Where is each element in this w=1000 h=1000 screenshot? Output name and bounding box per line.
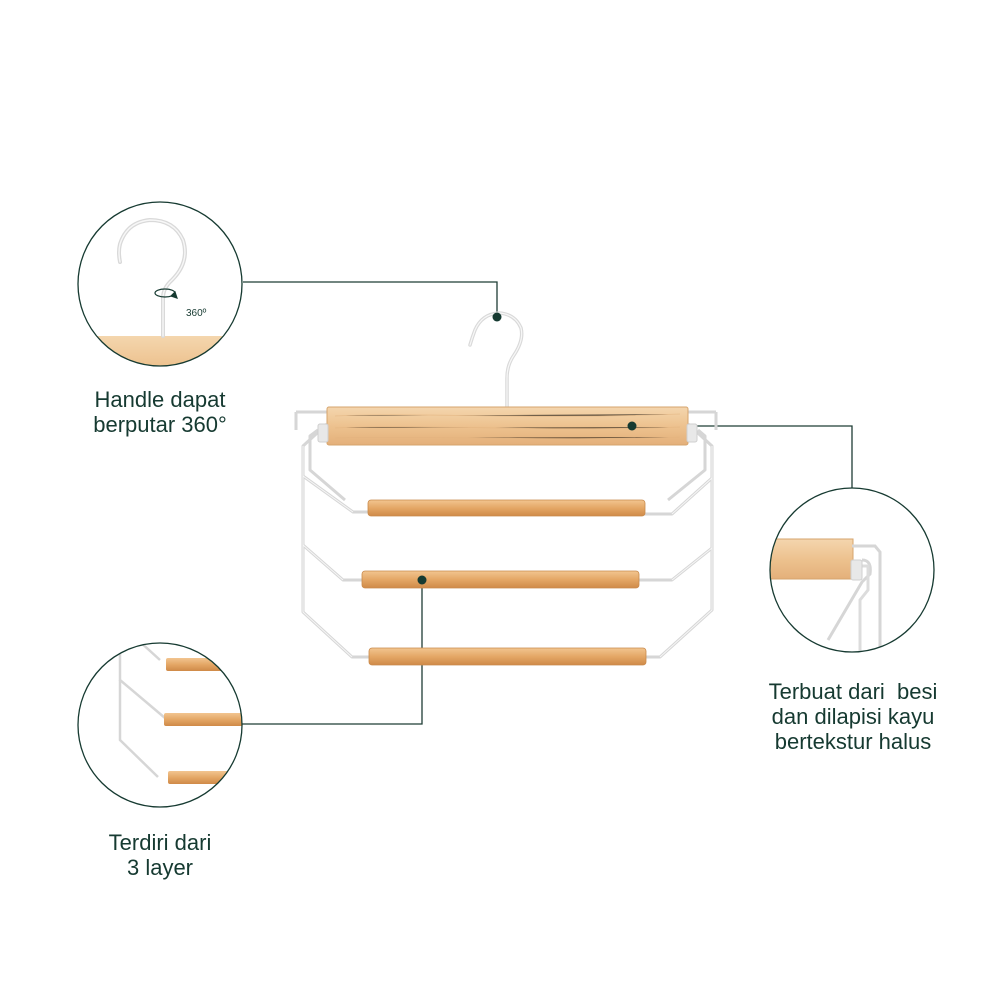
hanger [294, 311, 718, 666]
layer-bar-2 [361, 570, 640, 589]
handle-label-line2: berputar 360° [93, 412, 227, 437]
detail-circle-material [769, 487, 935, 653]
handle-label-line1: Handle dapat [94, 387, 226, 412]
material-label-line2: dan dilapisi kayu [771, 704, 935, 729]
callout-dots [417, 312, 637, 585]
hanger-wire-frame [294, 410, 718, 659]
connector-handle [243, 281, 498, 317]
hanger-hook [468, 311, 524, 410]
connector-layers [242, 580, 423, 725]
layer-bar-1 [367, 499, 646, 517]
layers-label-line1: Terdiri dari [108, 830, 212, 855]
layer-bar-3 [368, 647, 647, 666]
layers-feature-label: Terdiri dari 3 layer [80, 830, 240, 880]
material-label-line3: bertekstur halus [774, 729, 932, 754]
connector-material [632, 425, 853, 488]
callout-connectors [242, 281, 853, 725]
rotation-badge: 360º [186, 308, 207, 319]
material-feature-label: Terbuat dari besi dan dilapisi kayu bert… [728, 679, 978, 754]
detail-circle-layers [77, 642, 243, 808]
rotate-360-icon [154, 288, 178, 299]
handle-feature-label: Handle dapat berputar 360° [60, 387, 260, 437]
layers-label-line2: 3 layer [126, 855, 194, 880]
material-label-line1: Terbuat dari besi [768, 679, 938, 704]
detail-circle-handle: 360º [77, 201, 243, 367]
